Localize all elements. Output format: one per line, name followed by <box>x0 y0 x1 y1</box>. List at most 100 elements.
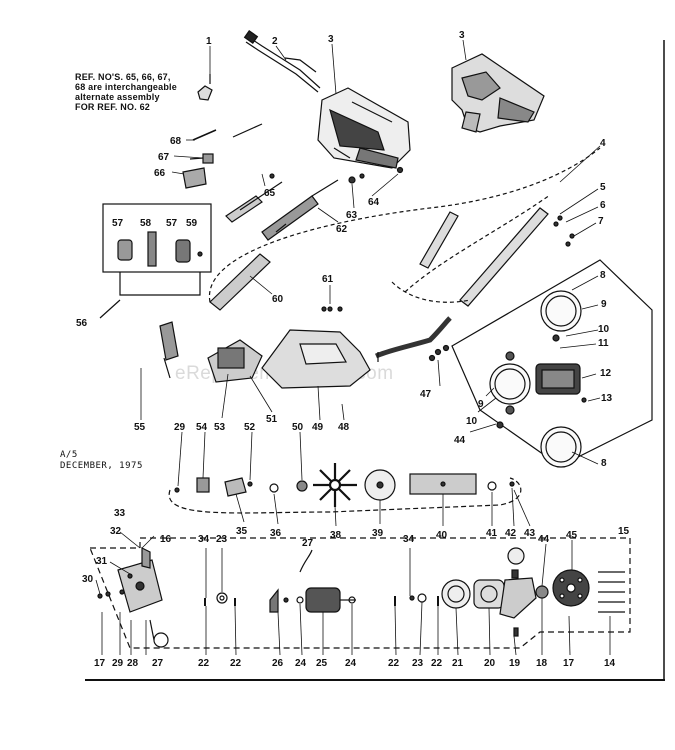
part-number: 24 <box>295 658 307 669</box>
part-number: 45 <box>566 530 578 541</box>
ref-note: REF. NO'S. 65, 66, 67, 68 are interchang… <box>75 72 177 112</box>
part-number: 62 <box>336 224 348 235</box>
fan-impeller <box>313 463 357 507</box>
lower-assembly-outline <box>89 537 631 649</box>
ref-note-line: FOR REF. NO. 62 <box>75 102 151 112</box>
part-number: 63 <box>346 210 358 221</box>
part-number: 60 <box>272 294 284 305</box>
part-number: 21 <box>452 658 464 669</box>
part-number: 22 <box>388 658 400 669</box>
part-number: 44 <box>454 435 466 446</box>
part-number: 12 <box>600 368 612 379</box>
part-number: 43 <box>524 528 536 539</box>
part-number: 22 <box>431 658 443 669</box>
part-number: 32 <box>110 526 122 537</box>
part-number: 1 <box>206 36 212 47</box>
part-number: 6 <box>600 200 606 211</box>
part-number: 52 <box>244 422 256 433</box>
alternate-handle-parts <box>182 123 263 189</box>
ref-note-line: 68 are interchangeable <box>75 82 177 92</box>
part-number: 19 <box>509 658 521 669</box>
tube-elbow <box>375 316 452 362</box>
main-tube <box>209 147 601 307</box>
armature <box>269 549 356 613</box>
bearings-right <box>394 579 505 609</box>
part-number: 35 <box>236 526 248 537</box>
part-number: 55 <box>134 422 146 433</box>
part-number: 9 <box>601 299 607 310</box>
part-number: 29 <box>174 422 186 433</box>
part-number: 64 <box>368 197 380 208</box>
part-number: 38 <box>330 530 342 541</box>
part-number: 36 <box>270 528 282 539</box>
part-number: 17 <box>563 658 575 669</box>
wheel-panel <box>451 259 653 468</box>
end-bracket <box>499 547 537 637</box>
tube-sleeve <box>209 253 271 311</box>
part-number: 30 <box>82 574 94 585</box>
small-fasteners-top <box>269 166 404 312</box>
part-number: 27 <box>302 538 314 549</box>
part-number: 13 <box>601 393 613 404</box>
handle-cover <box>451 53 545 133</box>
part-number: 5 <box>600 182 606 193</box>
part-number: 59 <box>186 218 198 229</box>
part-number: 49 <box>312 422 324 433</box>
part-number: 9 <box>478 399 484 410</box>
part-number: 18 <box>536 658 548 669</box>
leader-lines <box>95 39 611 656</box>
cord-and-plug <box>243 30 321 93</box>
part-number: 34 <box>403 534 415 545</box>
part-number: 53 <box>214 422 226 433</box>
revision-code: A/5 <box>60 450 78 460</box>
cord-clip <box>197 74 213 101</box>
part-number: 27 <box>152 658 164 669</box>
part-number: 41 <box>486 528 498 539</box>
parts-group-box <box>99 203 212 319</box>
part-number: 56 <box>76 318 88 329</box>
side-handle <box>159 321 179 379</box>
part-number: 40 <box>436 530 448 541</box>
part-number: 22 <box>230 658 242 669</box>
part-number: 61 <box>322 274 334 285</box>
part-number: 48 <box>338 422 350 433</box>
part-number: 10 <box>598 324 610 335</box>
part-number: 67 <box>158 152 170 163</box>
bearing-washers-left <box>204 592 236 606</box>
part-number: 68 <box>170 136 182 147</box>
ref-note-line: alternate assembly <box>75 92 160 102</box>
part-number: 58 <box>140 218 152 229</box>
part-number: 28 <box>127 658 139 669</box>
part-number: 8 <box>600 270 606 281</box>
part-number: 39 <box>372 528 384 539</box>
part-number: 25 <box>316 658 328 669</box>
part-number: 20 <box>484 658 496 669</box>
part-number: 50 <box>292 422 304 433</box>
motor-housing <box>207 329 371 389</box>
upper-tube-assembly <box>225 179 339 241</box>
part-number: 33 <box>114 508 126 519</box>
gear-housing <box>535 569 625 613</box>
part-number: 15 <box>618 526 630 537</box>
revision-month-year: DECEMBER, 1975 <box>60 461 143 471</box>
part-number: 51 <box>266 414 278 425</box>
part-number: 31 <box>96 556 108 567</box>
part-number: 3 <box>328 34 334 45</box>
part-number: 3 <box>459 30 465 41</box>
axial-assembly-line <box>168 463 522 514</box>
part-number: 8 <box>601 458 607 469</box>
part-number: 65 <box>264 188 276 199</box>
part-number: 26 <box>272 658 284 669</box>
part-number: 66 <box>154 168 166 179</box>
ref-note-line: REF. NO'S. 65, 66, 67, <box>75 72 171 82</box>
part-number: 4 <box>600 138 606 149</box>
revision-date: A/5 DECEMBER, 1975 <box>60 450 143 472</box>
part-number: 11 <box>598 338 609 349</box>
page-border <box>85 40 665 681</box>
part-number: 42 <box>505 528 517 539</box>
part-number: 7 <box>598 216 604 227</box>
part-number: 14 <box>604 658 616 669</box>
part-number: 57 <box>166 218 178 229</box>
part-number: 34 <box>198 534 210 545</box>
